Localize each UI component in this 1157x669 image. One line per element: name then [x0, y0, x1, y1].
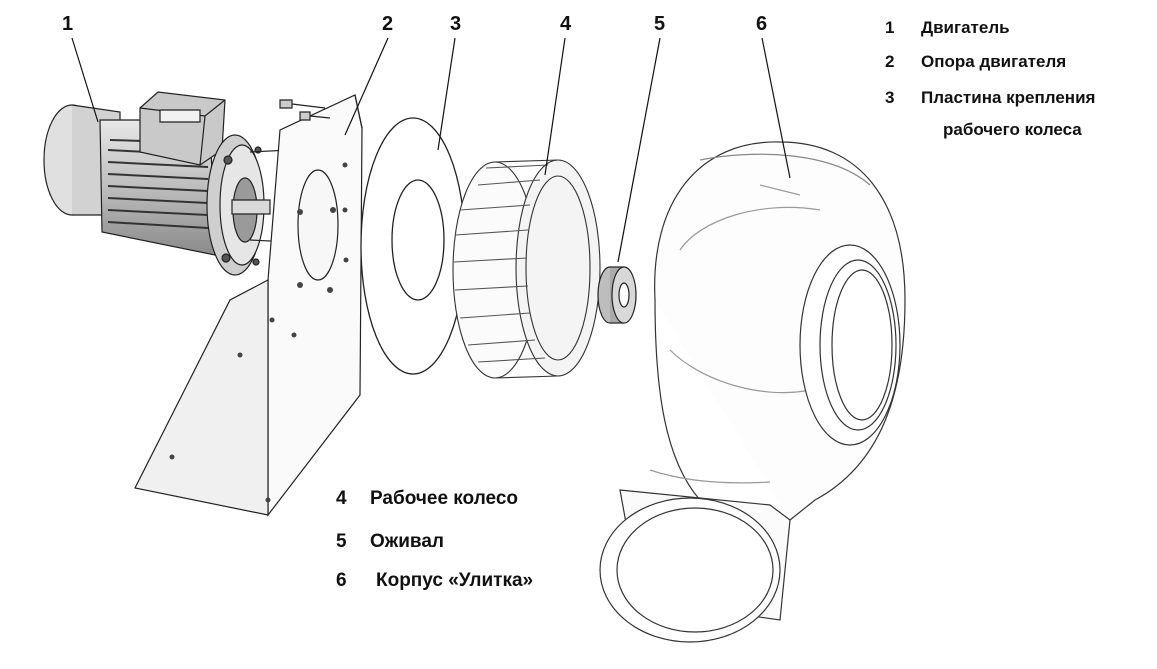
motor-drawing [44, 92, 290, 275]
legend-text: Двигатель [921, 18, 1010, 37]
impeller-drawing [453, 160, 600, 378]
legend-item-5: 5 Оживал [336, 531, 444, 553]
ogive-drawing [598, 267, 636, 323]
legend-text: Пластина крепления [921, 88, 1096, 107]
legend-text: рабочего колеса [943, 120, 1082, 139]
callout-2: 2 [382, 13, 393, 35]
legend-text: Корпус «Улитка» [376, 570, 534, 591]
legend-text: Рабочее колесо [370, 488, 519, 509]
callout-numbers: 1 2 3 4 5 6 [62, 13, 767, 35]
scroll-housing-drawing [600, 142, 905, 642]
callout-6: 6 [756, 13, 767, 35]
callout-3: 3 [450, 13, 461, 35]
legend-item-1: 1 Двигатель [885, 18, 1010, 38]
legend-number: 5 [336, 531, 347, 552]
legend-item-2: 2 Опора двигателя [885, 52, 1066, 72]
impeller-plate-drawing [361, 118, 465, 374]
legend-text: Опора двигателя [921, 52, 1067, 71]
legend-number: 4 [336, 488, 347, 509]
legend-item-4: 4 Рабочее колесо [336, 488, 518, 510]
legend-number: 6 [336, 570, 347, 591]
motor-support-drawing [135, 95, 362, 515]
callout-leaders [71, 37, 791, 263]
legend-item-3-cont: рабочего колеса [943, 120, 1082, 140]
legend-number: 2 [885, 52, 895, 71]
callout-1: 1 [62, 13, 73, 35]
legend-number: 3 [885, 88, 895, 107]
legend-number: 1 [885, 18, 895, 37]
callout-5: 5 [654, 13, 665, 35]
legend-item-6: 6 Корпус «Улитка» [336, 570, 533, 592]
legend-text: Оживал [370, 531, 444, 552]
callout-4: 4 [560, 13, 572, 35]
legend-item-3: 3 Пластина крепления [885, 88, 1095, 108]
